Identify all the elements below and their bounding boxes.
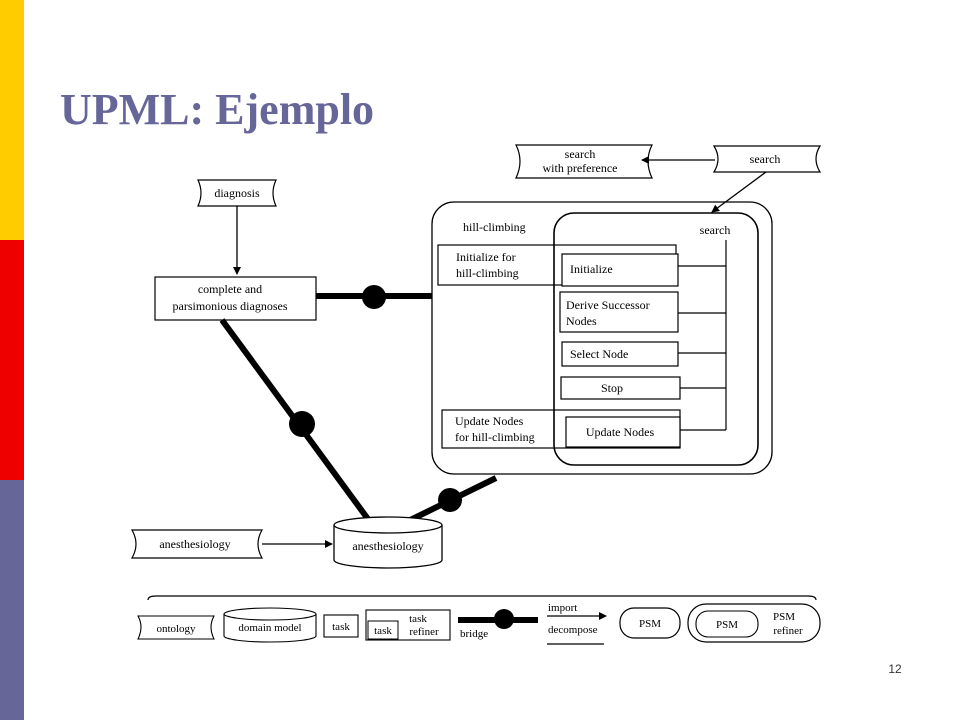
legend-bridge: bridge bbox=[458, 609, 538, 640]
subtask-derive-successor-nodes: Derive Successor Nodes bbox=[559, 291, 679, 333]
task-label-1: complete and bbox=[198, 282, 262, 296]
task-complete-parsimonious-diagnoses: complete and parsimonious diagnoses bbox=[154, 276, 317, 321]
subtask-update-label: Update Nodes bbox=[586, 425, 655, 439]
subtask-initialize-label: Initialize bbox=[570, 262, 613, 276]
legend-psm-refiner-inner-label: PSM bbox=[716, 619, 738, 631]
subtask-stop: Stop bbox=[560, 376, 681, 400]
bridge-task-to-psm bbox=[316, 285, 432, 309]
refiner-initialize-label-1: Initialize for bbox=[456, 250, 516, 264]
subtask-stop-label: Stop bbox=[601, 381, 623, 395]
refiner-update-label-1: Update Nodes bbox=[455, 414, 524, 428]
domain-model-anesthesiology: anesthesiology bbox=[333, 516, 443, 569]
ontology-search-with-preference: search with preference bbox=[515, 144, 653, 179]
page-number: 12 bbox=[888, 662, 902, 676]
decompose-tree bbox=[678, 240, 727, 431]
legend-decompose-label: decompose bbox=[548, 624, 598, 636]
legend-domain-model: domain model bbox=[223, 607, 317, 643]
ontology-anesthesiology: anesthesiology bbox=[130, 529, 264, 559]
legend-domain-model-label: domain model bbox=[238, 622, 301, 634]
legend-ontology-label: ontology bbox=[156, 623, 196, 635]
legend-psm-refiner: PSM PSM refiner bbox=[687, 603, 821, 643]
legend-task: task bbox=[323, 614, 359, 638]
legend-psm-refiner-label-1: PSM bbox=[773, 611, 795, 623]
legend: ontology domain model task task task ref… bbox=[137, 595, 821, 645]
legend-psm-label: PSM bbox=[639, 618, 661, 630]
subtask-initialize: Initialize bbox=[561, 253, 679, 287]
legend-psm-refiner-label-2: refiner bbox=[773, 625, 803, 637]
ontology-search-with-preference-label-1: search bbox=[565, 147, 596, 161]
domain-model-label: anesthesiology bbox=[352, 539, 423, 553]
legend-import-label: import bbox=[548, 602, 577, 614]
legend-ontology: ontology bbox=[137, 615, 215, 640]
legend-task-refiner-inner-label: task bbox=[374, 625, 392, 637]
subtask-select-node: Select Node bbox=[561, 341, 679, 367]
legend-task-refiner: task task refiner bbox=[365, 609, 451, 641]
subtask-update-nodes: Update Nodes bbox=[565, 416, 681, 448]
sidebar-stripe-purple bbox=[0, 480, 24, 720]
task-label-2: parsimonious diagnoses bbox=[173, 299, 288, 313]
ontology-diagnosis: diagnosis bbox=[197, 179, 277, 207]
bridge-task-to-domain bbox=[219, 318, 379, 532]
legend-task-refiner-label-1: task bbox=[409, 613, 427, 625]
psm-search-label: search bbox=[700, 223, 731, 237]
legend-bridge-label: bridge bbox=[460, 628, 488, 640]
legend-import-decompose: import decompose bbox=[547, 602, 607, 645]
ontology-diagnosis-label: diagnosis bbox=[214, 186, 260, 200]
ontology-anesthesiology-label: anesthesiology bbox=[159, 537, 230, 551]
ontology-search-label: search bbox=[750, 152, 781, 166]
subtask-derive-label-1: Derive Successor bbox=[566, 298, 650, 312]
subtask-derive-label-2: Nodes bbox=[566, 314, 597, 328]
ontology-search: search bbox=[712, 145, 822, 173]
sidebar-stripe-yellow bbox=[0, 0, 24, 240]
refiner-update-label-2: for hill-climbing bbox=[455, 430, 535, 444]
subtask-select-label: Select Node bbox=[570, 347, 628, 361]
legend-task-refiner-label-2: refiner bbox=[409, 626, 439, 638]
legend-psm: PSM bbox=[619, 607, 681, 639]
legend-task-label: task bbox=[332, 621, 350, 633]
psm-refiner-hill-climbing: hill-climbing bbox=[431, 201, 773, 475]
refiner-initialize-label-2: hill-climbing bbox=[456, 266, 519, 280]
slide-title: UPML: Ejemplo bbox=[60, 85, 375, 134]
psm-search: search bbox=[553, 212, 759, 466]
sidebar-stripe-red bbox=[0, 240, 24, 480]
import-arrow-search-to-psm bbox=[711, 171, 767, 213]
ontology-search-with-preference-label-2: with preference bbox=[543, 161, 618, 175]
psm-refiner-label: hill-climbing bbox=[463, 220, 526, 234]
